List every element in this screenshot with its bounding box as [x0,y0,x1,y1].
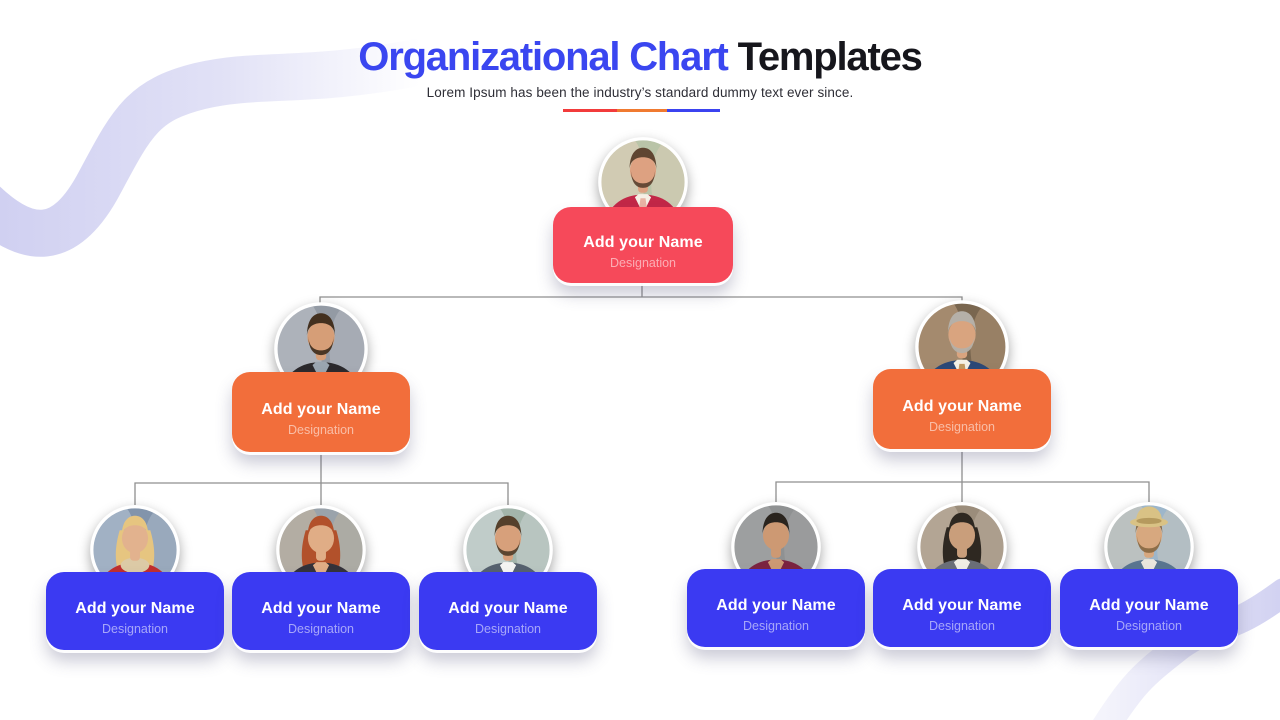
member-designation: Designation [742,619,809,634]
member-name: Add your Name [75,600,195,618]
member-designation: Designation [928,619,995,634]
member-designation: Designation [1115,619,1182,634]
member-name: Add your Name [902,597,1022,615]
divider-segment-blue [667,109,720,112]
member-name: Add your Name [261,600,381,618]
member-name: Add your Name [902,398,1022,416]
connector-level1 [319,283,963,304]
page-title: Organizational Chart Templates [0,36,1280,78]
page-subtitle: Lorem Ipsum has been the industry’s stan… [426,85,854,100]
member-designation: Designation [609,256,676,271]
member-name: Add your Name [448,600,568,618]
page-title-primary: Organizational Chart [358,35,729,79]
divider-segment-orange [617,109,667,112]
member-designation: Designation [101,622,168,637]
member-designation: Designation [287,423,354,438]
divider-segment-red [563,109,617,112]
member-designation: Designation [928,420,995,435]
member-name: Add your Name [716,597,836,615]
connector-level2-right [775,450,1150,502]
page-title-secondary: Templates [727,35,923,79]
member-designation: Designation [474,622,541,637]
member-name: Add your Name [583,234,703,252]
page-header: Organizational Chart Templates Lorem Ips… [0,36,1280,100]
connector-level2-left [134,453,509,505]
member-name: Add your Name [261,401,381,419]
member-name: Add your Name [1089,597,1209,615]
member-designation: Designation [287,622,354,637]
title-divider [563,109,720,112]
